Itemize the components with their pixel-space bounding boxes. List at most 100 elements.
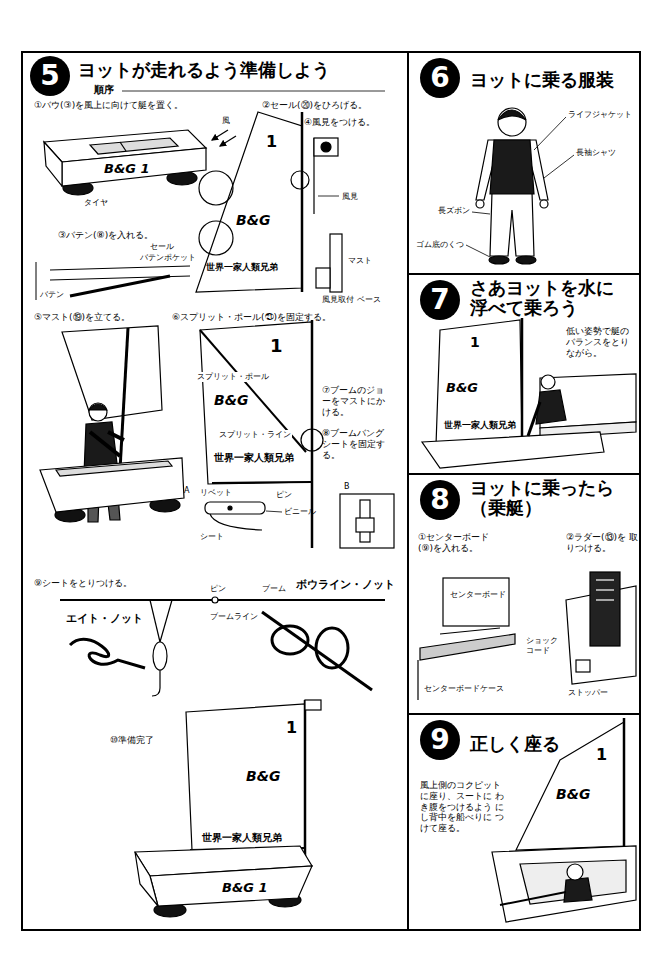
sailor-figure xyxy=(466,108,574,264)
launching-scene xyxy=(436,320,522,445)
sailor-figure xyxy=(466,245,492,258)
page-frame xyxy=(408,713,640,715)
centerboard-rudder xyxy=(576,660,590,672)
part-label: 風見取付 ベース xyxy=(322,295,381,305)
boat-on-tires xyxy=(44,142,62,186)
rigged-boat xyxy=(150,866,312,906)
step-text: ⑤マスト(⑲)を立てる。 xyxy=(34,312,130,323)
part-label: センターボードケース xyxy=(424,684,504,694)
section-heading: ヨットに乗ったら （乗艇） xyxy=(470,478,620,518)
page-frame xyxy=(407,52,409,930)
sailor-figure xyxy=(490,140,534,194)
rigged-boat xyxy=(304,700,307,872)
inset-letter: B xyxy=(344,482,350,492)
seated-sailor xyxy=(500,892,566,905)
wind-vane xyxy=(318,196,339,197)
knots xyxy=(160,600,172,642)
note-text: 風上側のコクピット に座り、スートに わき腹をつけるよう にし背中を船べりに つ… xyxy=(420,780,504,834)
seated-sailor xyxy=(492,846,636,922)
launching-scene xyxy=(422,318,636,468)
part-label: ブーム xyxy=(262,584,286,594)
sailor-figure xyxy=(476,200,484,208)
section-heading: ヨットが走れるよう準備しよう xyxy=(78,60,330,80)
part-label: センターボード xyxy=(450,590,506,600)
step-number-badge: 9 xyxy=(420,720,460,760)
section-heading: 正しく座る xyxy=(470,734,560,754)
batten-inset xyxy=(50,266,190,270)
step-number: 7 xyxy=(420,280,460,320)
sail xyxy=(301,112,304,292)
raising-mast xyxy=(56,461,172,476)
rigged-boat xyxy=(135,700,321,917)
detail-inset xyxy=(356,518,374,532)
sprit-rig xyxy=(212,482,312,483)
sail xyxy=(196,112,309,292)
launching-scene xyxy=(521,318,524,452)
sailor-figure xyxy=(490,192,534,256)
part-label: スプリット・ポール xyxy=(196,372,270,382)
raising-mast xyxy=(90,432,120,456)
rigged-boat xyxy=(305,700,321,710)
page-frame xyxy=(22,52,640,930)
sail-slogan: 世界一家人類兄弟 xyxy=(444,420,516,431)
sail-mark: B&G xyxy=(214,392,248,409)
wind-vane xyxy=(330,234,342,292)
raising-mast xyxy=(89,404,107,410)
sail-slogan: 世界一家人類兄弟 xyxy=(206,262,278,273)
sail-mark: B&G xyxy=(236,212,270,229)
sprit-rig xyxy=(200,330,306,452)
rigged-boat xyxy=(186,704,305,850)
step-number: 6 xyxy=(420,58,460,98)
part-label: バテン xyxy=(40,290,64,300)
step-number-badge: 6 xyxy=(420,58,460,98)
step-text: ⑥スプリット・ポール(㉑)を固定する。 xyxy=(172,312,331,323)
seated-sailor xyxy=(567,864,583,880)
centerboard-rudder xyxy=(418,572,636,700)
part-label: ビニール xyxy=(284,507,316,517)
sail-slogan: 世界一家人類兄弟 xyxy=(202,832,282,844)
sailor-figure xyxy=(498,108,526,136)
launching-scene xyxy=(536,390,566,424)
part-label: 長ズボン xyxy=(438,206,470,216)
sprit-rig xyxy=(301,429,323,451)
sail-slogan: 世界一家人類兄弟 xyxy=(214,452,294,464)
centerboard-rudder xyxy=(596,589,614,590)
detail-inset xyxy=(228,506,232,510)
step-number: 5 xyxy=(30,56,70,96)
raising-mast xyxy=(62,326,162,420)
batten-inset xyxy=(36,262,37,300)
launching-scene xyxy=(528,402,540,436)
part-label: 長袖シャツ xyxy=(576,148,616,158)
sail xyxy=(291,171,309,189)
sprit-rig xyxy=(200,320,323,548)
part-label: スプリット・ライン xyxy=(218,430,292,440)
batten-inset xyxy=(36,262,190,300)
sailor-figure xyxy=(472,212,490,214)
knots xyxy=(70,639,145,668)
part-label: ストッパー xyxy=(568,688,608,698)
knot-name: ボウライン・ノット xyxy=(296,578,395,591)
part-label: ピン xyxy=(210,584,226,594)
wind-arrow xyxy=(212,130,236,146)
detail-inset xyxy=(205,502,265,514)
launching-scene xyxy=(541,375,555,389)
section-panel: ヨットに乗ったら （乗艇）8 xyxy=(408,474,640,714)
knots xyxy=(152,670,160,696)
detail-inset xyxy=(340,494,394,548)
page-frame xyxy=(22,52,640,930)
section-subheading: 順序 xyxy=(94,84,114,96)
seated-sailor xyxy=(564,878,592,902)
knots xyxy=(150,600,160,642)
part-label: ブームライン xyxy=(210,612,258,622)
step-text: ②ラダー(⑬)を 取りつける。 xyxy=(566,532,638,554)
wind-vane xyxy=(314,138,342,292)
step-text: ①センターボード (⑨)を入れる。 xyxy=(418,532,502,554)
note-text: 低い姿勢で艇の バランスをとり ながら。 xyxy=(566,326,632,358)
wind-arrow xyxy=(220,136,236,146)
sail-number: 1 xyxy=(596,745,607,764)
sailor-figure xyxy=(489,256,509,264)
part-label: ゴム底のくつ xyxy=(416,240,464,250)
hull-mark: B&G 1 xyxy=(222,880,268,896)
step-text: ⑧ブームバングシートを固定する。 xyxy=(322,428,388,460)
page-frame xyxy=(408,273,640,275)
